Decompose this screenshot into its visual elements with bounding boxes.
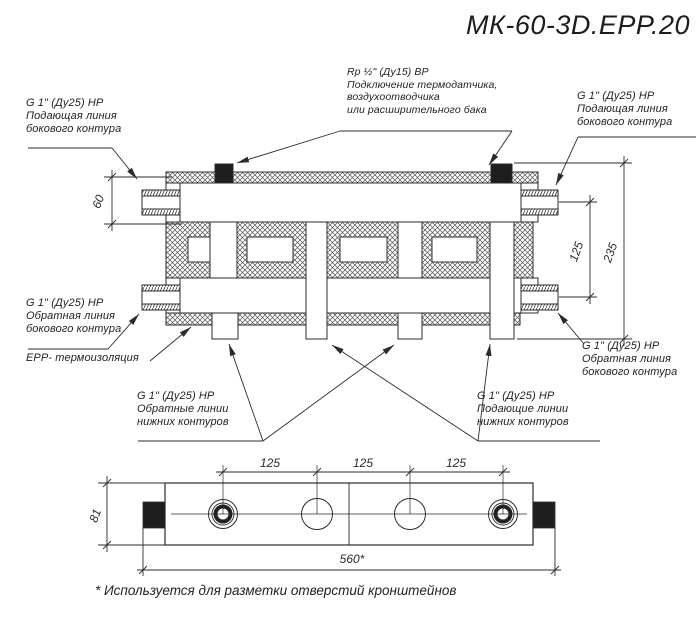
leader-insulation xyxy=(149,326,192,362)
callout-top-left-line2: Подающая линия xyxy=(26,110,117,122)
dim-label-235: 235 xyxy=(600,241,620,266)
leader-mid-left xyxy=(107,313,140,350)
callout-mid-right-line1: G 1" (Ду25) НР xyxy=(582,340,660,352)
bottom-collector-bar xyxy=(179,277,522,314)
callout-bottom-right-line3: нижних контуров xyxy=(477,416,569,428)
leader-lines xyxy=(28,130,696,442)
leader-top-right xyxy=(555,136,579,186)
callout-mid-left-line3: бокового контура xyxy=(26,323,122,335)
pipe-stub-bottom-right xyxy=(520,284,559,311)
insulation-window-notch xyxy=(187,236,211,263)
lower-stub-return-2 xyxy=(397,312,423,340)
callout-bottom-right-line1: G 1" (Ду25) НР xyxy=(477,390,555,402)
pipe-stub-top-left xyxy=(141,189,181,216)
callout-bottom-right: G 1" (Ду25) НР Подающие линии нижних кон… xyxy=(477,390,569,429)
callout-thermo-line4: или расширительного бака xyxy=(347,103,487,116)
callout-mid-right: G 1" (Ду25) НР Обратная линия бокового к… xyxy=(582,340,677,379)
callout-top-right-line1: G 1" (Ду25) НР xyxy=(577,90,655,102)
riser-1 xyxy=(209,221,238,279)
dim-label-125-2: 125 xyxy=(353,456,373,470)
leader-bottom-left-1 xyxy=(228,343,264,442)
leader-bottom-right-2 xyxy=(477,343,492,442)
callout-thermo-line3: воздухоотводчика xyxy=(347,91,440,103)
front-dimensions xyxy=(104,156,632,346)
lower-stub-return-1 xyxy=(211,312,239,340)
leader-bottom-right-1 xyxy=(331,344,479,442)
plain-port-1 xyxy=(301,498,333,530)
leader-top-left xyxy=(111,147,138,180)
callout-bottom-right-line2: Подающие линии xyxy=(477,403,569,415)
callout-top-right: G 1" (Ду25) НР Подающая линия бокового к… xyxy=(577,90,672,129)
thermo-port-left xyxy=(214,163,234,184)
dim-overall-height xyxy=(514,156,632,346)
callout-bottom-left-line3: нижних контуров xyxy=(137,416,229,428)
dim-collector-height xyxy=(104,170,182,231)
callout-mid-left-line1: G 1" (Ду25) НР xyxy=(26,297,104,309)
thermo-port-right xyxy=(490,163,513,184)
front-view xyxy=(141,163,559,340)
callout-top-left-line1: G 1" (Ду25) НР xyxy=(26,97,104,109)
dim-label-60: 60 xyxy=(89,193,107,211)
bottom-dimensions xyxy=(98,467,561,576)
callout-thermo-line2: Подключение термодатчика, xyxy=(347,78,498,91)
leader-mid-right xyxy=(557,312,585,345)
dim-body-width xyxy=(98,476,166,552)
threaded-port-2 xyxy=(488,499,518,529)
side-pipe-left-cap xyxy=(142,501,166,529)
dim-label-125-1: 125 xyxy=(260,456,280,470)
callout-top-left-line3: бокового контура xyxy=(26,123,122,135)
callout-top-left: G 1" (Ду25) НР Подающая линия бокового к… xyxy=(26,97,121,136)
callout-bottom-left-line1: G 1" (Ду25) НР xyxy=(137,390,215,402)
callout-bottom-left-line2: Обратные линии xyxy=(137,403,229,415)
side-pipe-right-cap xyxy=(532,501,556,529)
leader-bottom-left-2 xyxy=(262,344,395,442)
callout-thermo-line1: Rp ½" (Ду15) ВР xyxy=(347,66,429,78)
leader-thermo-right xyxy=(488,130,513,166)
leader-thermo-left xyxy=(236,130,341,164)
bottom-view xyxy=(142,465,556,546)
top-collector-bar xyxy=(179,182,522,223)
plain-port-2 xyxy=(394,498,426,530)
dim-label-125-3: 125 xyxy=(446,456,466,470)
dim-side-port-spacing xyxy=(559,195,597,304)
riser-4-supply xyxy=(489,221,515,340)
dim-label-560: 560* xyxy=(340,552,365,566)
callout-mid-left-line2: Обратная линия xyxy=(26,310,116,322)
callout-bottom-left: G 1" (Ду25) НР Обратные линии нижних кон… xyxy=(137,390,229,429)
dim-bracket-length xyxy=(137,528,561,576)
insulation-window-1 xyxy=(246,236,294,263)
dim-label-125-side: 125 xyxy=(566,240,586,264)
callout-mid-right-line2: Обратная линия xyxy=(582,353,672,365)
riser-2-supply xyxy=(305,221,328,340)
callout-thermo: Rp ½" (Ду15) ВР Подключение термодатчика… xyxy=(347,66,497,116)
callout-mid-left: G 1" (Ду25) НР Обратная линия бокового к… xyxy=(26,297,121,336)
callout-mid-right-line3: бокового контура xyxy=(582,366,678,378)
insulation-window-3 xyxy=(431,236,478,263)
callout-top-right-line3: бокового контура xyxy=(577,116,673,128)
footnote: * Используется для разметки отверстий кр… xyxy=(95,583,457,598)
pipe-stub-top-right xyxy=(520,189,559,216)
pipe-stub-bottom-left xyxy=(141,284,181,311)
callout-insulation: EPP- термоизоляция xyxy=(26,352,139,364)
dim-label-81: 81 xyxy=(86,507,104,524)
threaded-port-1 xyxy=(208,499,238,529)
insulation-window-2 xyxy=(339,236,388,263)
callout-top-right-line2: Подающая линия xyxy=(577,103,668,115)
riser-3 xyxy=(397,221,423,279)
drawing-title: МК-60-3D.EPP.20 xyxy=(465,10,690,40)
